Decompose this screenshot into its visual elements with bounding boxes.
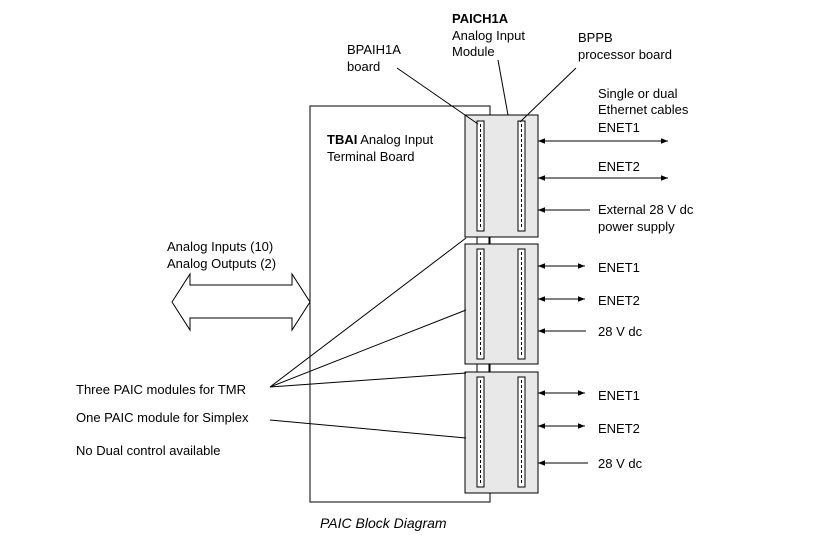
m3-enet2-label: ENET2 — [598, 421, 640, 436]
bppb-name: BPPB — [578, 30, 613, 45]
terminal-board-box — [309, 105, 491, 503]
m1-enet2-label: ENET2 — [598, 159, 640, 174]
bppb-desc: processor board — [578, 47, 672, 62]
m2-power-label: 28 V dc — [598, 324, 643, 339]
simplex-leader — [269, 419, 467, 439]
bpaih1a-desc: board — [347, 59, 380, 74]
diagram-caption: PAIC Block Diagram — [320, 515, 447, 531]
note-tmr: Three PAIC modules for TMR — [76, 382, 246, 397]
io-label-2: Analog Outputs (2) — [167, 256, 276, 271]
m1-power-label-2: power supply — [598, 219, 675, 234]
m2-enet2-label: ENET2 — [598, 293, 640, 308]
tbai-desc-2: Terminal Board — [327, 149, 414, 164]
paich1a-name: PAICH1A — [452, 11, 509, 26]
tmr-leader-3 — [269, 372, 467, 388]
io-double-arrow — [171, 272, 311, 332]
bppb-leader — [519, 67, 577, 123]
paic-module-1 — [464, 114, 539, 238]
m2-enet1-label: ENET1 — [598, 260, 640, 275]
module-connector-1 — [476, 236, 490, 245]
tbai-name: TBAI — [327, 132, 357, 147]
io-label-1: Analog Inputs (10) — [167, 239, 273, 254]
tmr-leader-2 — [269, 309, 467, 388]
paic-module-2 — [464, 243, 539, 365]
module-connector-2 — [476, 363, 490, 373]
cables-label-1: Single or dual — [598, 86, 678, 101]
tmr-leader-1 — [269, 237, 467, 388]
note-dual: No Dual control available — [76, 443, 221, 458]
m3-enet1-label: ENET1 — [598, 388, 640, 403]
paich1a-desc-2: Module — [452, 44, 495, 59]
terminal-board-label: TBAI Analog Input — [327, 132, 434, 147]
note-simplex: One PAIC module for Simplex — [76, 410, 249, 425]
bpaih1a-leader — [396, 67, 479, 125]
paich1a-leader — [497, 59, 509, 116]
m3-power-label: 28 V dc — [598, 456, 643, 471]
bpaih1a-name: BPAIH1A — [347, 42, 401, 57]
paic-module-3 — [464, 371, 539, 494]
cables-label-2: Ethernet cables — [598, 102, 689, 117]
tbai-desc-1: Analog Input — [357, 132, 433, 147]
m1-power-label-1: External 28 V dc — [598, 202, 694, 217]
paich1a-desc-1: Analog Input — [452, 28, 525, 43]
m1-enet1-label: ENET1 — [598, 120, 640, 135]
